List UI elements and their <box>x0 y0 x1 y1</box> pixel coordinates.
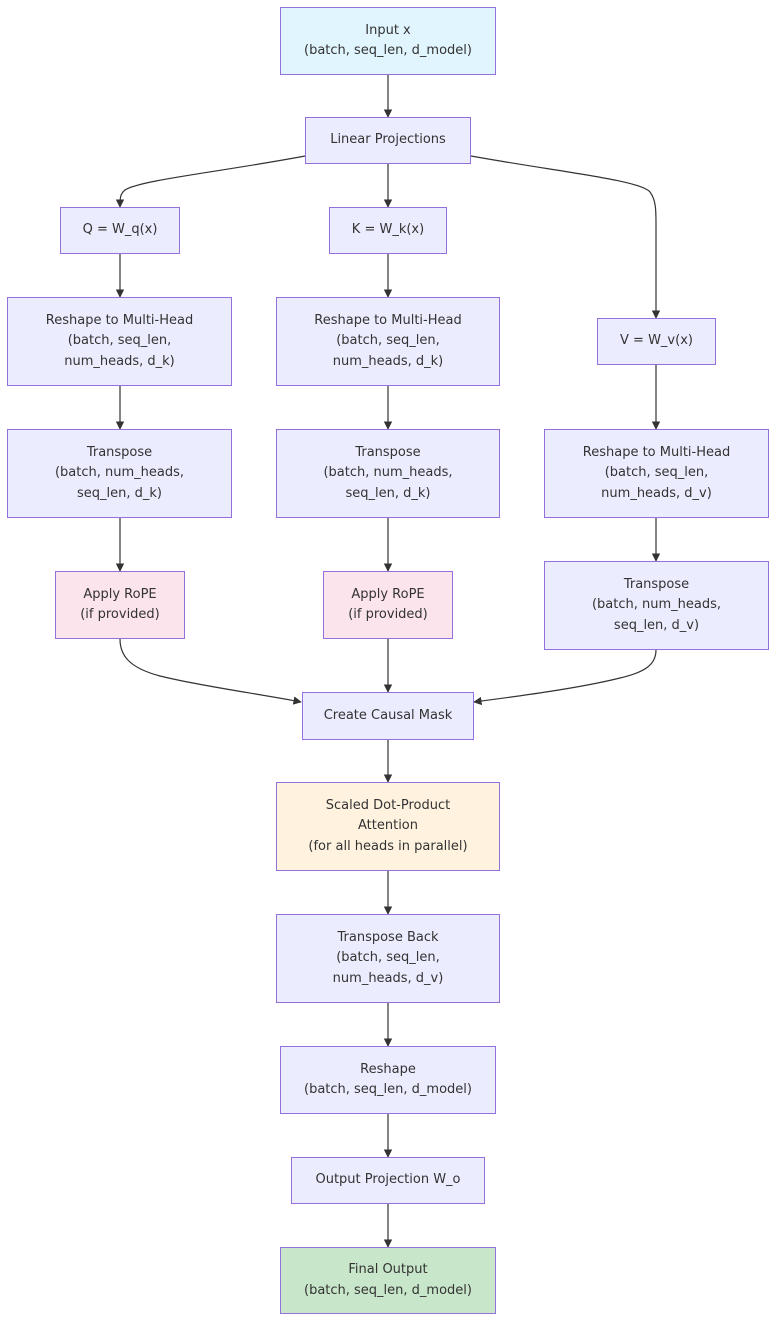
edge-vtranspose-mask <box>473 649 657 706</box>
v-transpose-title: Transpose <box>623 576 690 592</box>
final-output-title: Final Output <box>348 1262 428 1277</box>
q-reshape-line3: num_heads, d_k) <box>64 353 175 369</box>
k-transpose-title: Transpose <box>355 444 421 460</box>
k-rope-node: Apply RoPE (if provided) <box>323 571 453 639</box>
attention-line2: Attention <box>358 818 418 834</box>
v-transpose-line2: (batch, num_heads, <box>591 597 722 613</box>
reshape-title: Reshape <box>360 1061 416 1077</box>
linear-projections-node: Linear Projections <box>305 117 471 164</box>
k-projection-node: K = W_k(x) <box>329 207 447 254</box>
reshape-node: Reshape (batch, seq_len, d_model) <box>280 1046 496 1114</box>
q-transpose-line2: (batch, num_heads, <box>54 465 185 481</box>
k-rope-title: Apply RoPE <box>351 586 425 602</box>
q-rope-note: (if provided) <box>80 607 160 622</box>
q-reshape-node: Reshape to Multi-Head (batch, seq_len, n… <box>7 297 232 386</box>
k-reshape-line2: (batch, seq_len, <box>336 333 440 349</box>
k-reshape-title: Reshape to Multi-Head <box>314 312 462 328</box>
v-transpose-line3: seq_len, d_v) <box>613 617 700 633</box>
attention-line3: (for all heads in parallel) <box>308 838 468 854</box>
transpose-back-node: Transpose Back (batch, seq_len, num_head… <box>276 914 500 1003</box>
attention-line1: Scaled Dot-Product <box>325 797 451 813</box>
k-rope-note: (if provided) <box>348 607 428 622</box>
k-reshape-line3: num_heads, d_k) <box>332 353 444 369</box>
output-projection-label: Output Projection W_o <box>315 1172 461 1188</box>
input-node-title: Input x <box>365 22 411 38</box>
q-projection-node: Q = W_q(x) <box>60 207 180 254</box>
causal-mask-node: Create Causal Mask <box>302 692 474 740</box>
v-reshape-node: Reshape to Multi-Head (batch, seq_len, n… <box>544 429 769 518</box>
q-transpose-line3: seq_len, d_k) <box>77 485 162 501</box>
attention-node: Scaled Dot-Product Attention (for all he… <box>276 782 500 871</box>
q-projection-label: Q = W_q(x) <box>82 222 158 238</box>
k-reshape-node: Reshape to Multi-Head (batch, seq_len, n… <box>276 297 500 386</box>
final-output-node: Final Output (batch, seq_len, d_model) <box>280 1247 496 1314</box>
edge-qrope-mask <box>119 638 302 705</box>
input-node-shape: (batch, seq_len, d_model) <box>304 43 472 58</box>
k-projection-label: K = W_k(x) <box>351 222 425 238</box>
q-reshape-title: Reshape to Multi-Head <box>45 312 194 328</box>
transpose-back-title: Transpose Back <box>337 929 439 945</box>
output-projection-node: Output Projection W_o <box>291 1157 485 1204</box>
edge-linear-v <box>470 155 661 319</box>
input-node: Input x (batch, seq_len, d_model) <box>280 7 496 75</box>
v-reshape-line2: (batch, seq_len, <box>604 465 709 481</box>
q-transpose-node: Transpose (batch, num_heads, seq_len, d_… <box>7 429 232 518</box>
transpose-back-line2: (batch, seq_len, <box>336 950 440 966</box>
linear-projections-label: Linear Projections <box>330 132 446 148</box>
q-transpose-title: Transpose <box>86 444 153 460</box>
final-output-shape: (batch, seq_len, d_model) <box>304 1282 472 1298</box>
causal-mask-label: Create Causal Mask <box>323 707 453 723</box>
q-rope-node: Apply RoPE (if provided) <box>55 571 185 639</box>
v-reshape-title: Reshape to Multi-Head <box>582 444 731 460</box>
v-reshape-line3: num_heads, d_v) <box>601 485 712 501</box>
k-transpose-line3: seq_len, d_k) <box>345 485 431 501</box>
v-projection-node: V = W_v(x) <box>597 318 716 365</box>
edge-linear-q <box>115 155 306 208</box>
q-reshape-line2: (batch, seq_len, <box>67 333 172 349</box>
q-rope-title: Apply RoPE <box>83 586 157 602</box>
v-transpose-node: Transpose (batch, num_heads, seq_len, d_… <box>544 561 769 650</box>
reshape-shape: (batch, seq_len, d_model) <box>304 1082 472 1097</box>
k-transpose-line2: (batch, num_heads, <box>323 465 453 481</box>
v-projection-label: V = W_v(x) <box>620 333 693 349</box>
transpose-back-line3: num_heads, d_v) <box>332 970 444 986</box>
k-transpose-node: Transpose (batch, num_heads, seq_len, d_… <box>276 429 500 518</box>
